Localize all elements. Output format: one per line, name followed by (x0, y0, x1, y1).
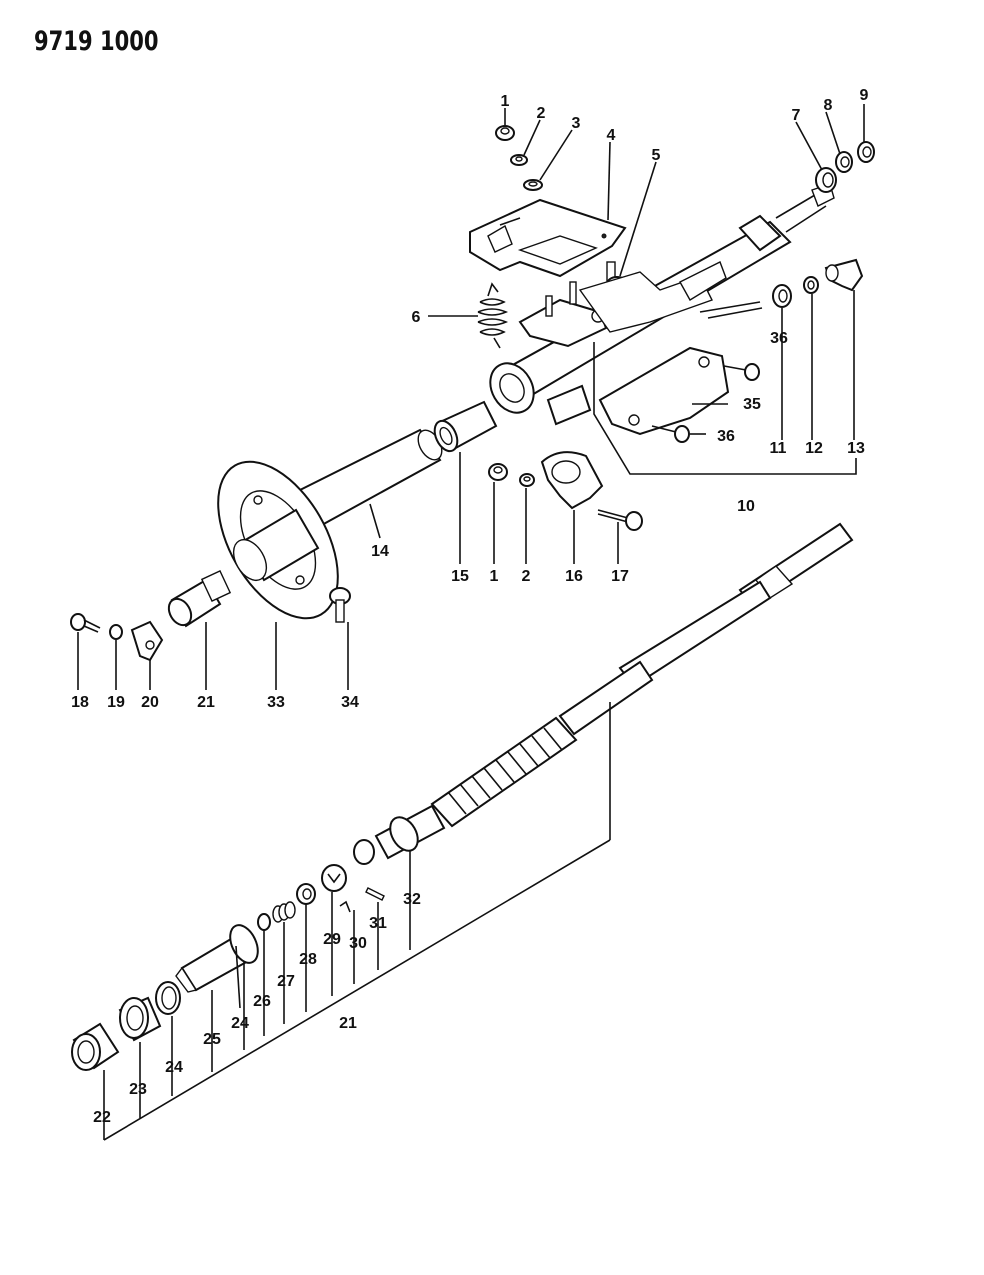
callout-7: 7 (792, 107, 801, 124)
callout-18: 18 (71, 694, 89, 711)
callout-21-upper: 21 (197, 694, 215, 711)
part-clip-30 (339, 900, 351, 913)
part-ring-24 (155, 981, 181, 1015)
callout-19: 19 (107, 694, 125, 711)
callout-16: 16 (565, 568, 583, 585)
callout-21-lower: 21 (339, 1015, 357, 1032)
part-bushing-23 (118, 996, 162, 1042)
callout-2-middle: 2 (522, 568, 531, 585)
callout-10: 10 (737, 498, 755, 515)
part-ring-8 (835, 151, 853, 173)
part-bolt-36-upper (723, 363, 760, 381)
part-bolt-36-lower (651, 425, 690, 443)
leader-lines (77, 104, 865, 1141)
callout-4: 4 (607, 127, 616, 144)
callout-24-lower: 24 (165, 1059, 183, 1076)
part-lower-column-tube-14 (298, 428, 443, 528)
callout-13: 13 (847, 440, 865, 457)
part-sleeve-15 (433, 400, 498, 453)
part-yoke-20 (130, 620, 164, 662)
callout-6: 6 (412, 309, 421, 326)
callout-29: 29 (323, 931, 341, 948)
part-washer-2-middle (519, 473, 535, 487)
part-spring-27 (272, 901, 296, 923)
part-clamp-16 (540, 451, 604, 510)
part-ring-28 (296, 883, 316, 905)
part-bushing-29 (321, 864, 347, 892)
callout-12: 12 (805, 440, 823, 457)
callout-28: 28 (299, 951, 317, 968)
callout-1-top: 1 (501, 93, 510, 110)
callout-15: 15 (451, 568, 469, 585)
callout-5: 5 (652, 147, 661, 164)
part-upper-column-tube (489, 183, 835, 426)
part-pin-31 (365, 887, 385, 901)
part-ring-11 (772, 284, 792, 308)
part-washer-2-top (510, 154, 528, 166)
part-nut-12 (803, 276, 819, 294)
callout-32: 32 (403, 891, 421, 908)
callout-30: 30 (349, 935, 367, 952)
callout-23: 23 (129, 1081, 147, 1098)
callout-36-lower: 36 (717, 428, 735, 445)
part-cap-22 (71, 1022, 120, 1071)
part-bolt-17 (597, 509, 643, 531)
callout-20: 20 (141, 694, 159, 711)
part-bolt-34 (329, 587, 351, 623)
part-bracket-4 (469, 198, 627, 278)
part-intermediate-shaft (353, 522, 854, 865)
callout-35: 35 (743, 396, 761, 413)
callout-2-top: 2 (537, 105, 546, 122)
part-nut-1-middle (488, 463, 508, 481)
callout-3: 3 (572, 115, 581, 132)
document-code: 9719 1000 (34, 26, 159, 57)
part-joint-21-upper (167, 569, 232, 628)
callout-24-upper: 24 (231, 1015, 249, 1032)
part-ring-9 (857, 141, 875, 163)
callout-34: 34 (341, 694, 359, 711)
callout-11: 11 (770, 440, 787, 457)
part-bushing-7 (815, 167, 837, 193)
part-spring-6 (477, 282, 509, 349)
part-knob-13 (824, 258, 864, 292)
part-lever-35 (598, 346, 730, 436)
callout-1-middle: 1 (490, 568, 499, 585)
callout-36-upper: 36 (770, 330, 788, 347)
callout-labels: 1 2 3 4 5 6 7 8 9 36 35 36 11 12 13 10 1… (71, 87, 868, 1126)
part-nut-19 (109, 624, 123, 640)
callout-33: 33 (267, 694, 285, 711)
callout-9: 9 (860, 87, 869, 104)
callout-27: 27 (277, 973, 295, 990)
callout-26: 26 (253, 993, 271, 1010)
part-washer-3 (523, 179, 543, 191)
callout-17: 17 (611, 568, 629, 585)
part-bolt-18 (70, 613, 101, 633)
part-shaft-25 (175, 924, 259, 993)
callout-31: 31 (369, 915, 387, 932)
callout-25: 25 (203, 1031, 221, 1048)
part-flange-33 (217, 460, 339, 620)
callout-14: 14 (371, 543, 389, 560)
part-washer-26 (257, 913, 271, 931)
callout-22: 22 (93, 1109, 111, 1126)
callout-8: 8 (824, 97, 833, 114)
part-nut-1-top (495, 125, 515, 141)
